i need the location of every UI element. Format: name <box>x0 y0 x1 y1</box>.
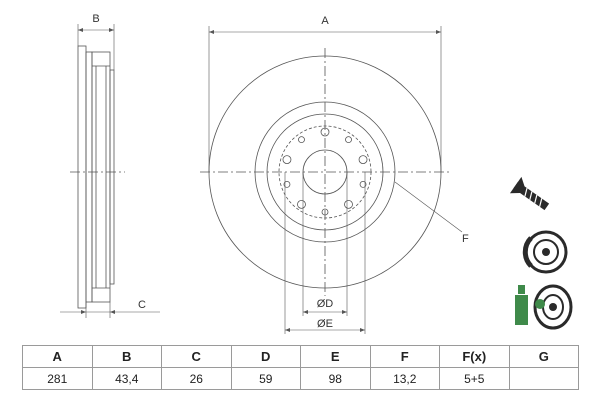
bolt-hole <box>344 199 353 209</box>
screw-icon <box>509 176 550 211</box>
header-cell: A <box>22 345 93 368</box>
label-a: A <box>321 15 329 27</box>
header-cell: E <box>300 345 371 368</box>
header-cell: F(x) <box>439 345 510 368</box>
bolt-hole <box>358 155 368 165</box>
bolt-hole <box>345 136 352 144</box>
side-view <box>60 24 160 318</box>
label-c: C <box>138 299 146 311</box>
value-cell: 5+5 <box>439 367 510 390</box>
header-cell: B <box>91 345 162 368</box>
bolt-hole <box>298 136 305 144</box>
label-b: B <box>92 13 99 25</box>
value-cell: 98 <box>300 367 371 390</box>
spec-table: A B C D E F F(x) G 281 43,4 26 59 98 13,… <box>22 345 579 390</box>
bolt-hole <box>283 180 291 188</box>
label-f: F <box>462 233 469 245</box>
value-cell: 43,4 <box>91 367 162 390</box>
value-cell: 26 <box>161 367 232 390</box>
table-header-row: A B C D E F F(x) G <box>22 345 579 368</box>
brake-disc-drawing: B A C F ØD ØE <box>60 13 573 334</box>
value-cell: 13,2 <box>369 367 440 390</box>
value-cell: 281 <box>22 367 93 390</box>
value-cell <box>508 367 579 390</box>
bolt-hole <box>282 155 292 165</box>
table-row: 281 43,4 26 59 98 13,2 5+5 <box>22 367 579 390</box>
header-cell: F <box>369 345 440 368</box>
header-cell: D <box>230 345 301 368</box>
header-cell: C <box>161 345 232 368</box>
bolt-hole <box>297 199 306 209</box>
front-view <box>200 26 463 334</box>
label-d: ØD <box>317 298 334 310</box>
disc-brake-icon <box>522 230 568 274</box>
label-e: ØE <box>317 318 333 330</box>
bolt-hole <box>359 180 367 188</box>
bearing-tool-icon <box>515 284 573 330</box>
value-cell: 59 <box>230 367 301 390</box>
header-cell: G <box>508 345 579 368</box>
